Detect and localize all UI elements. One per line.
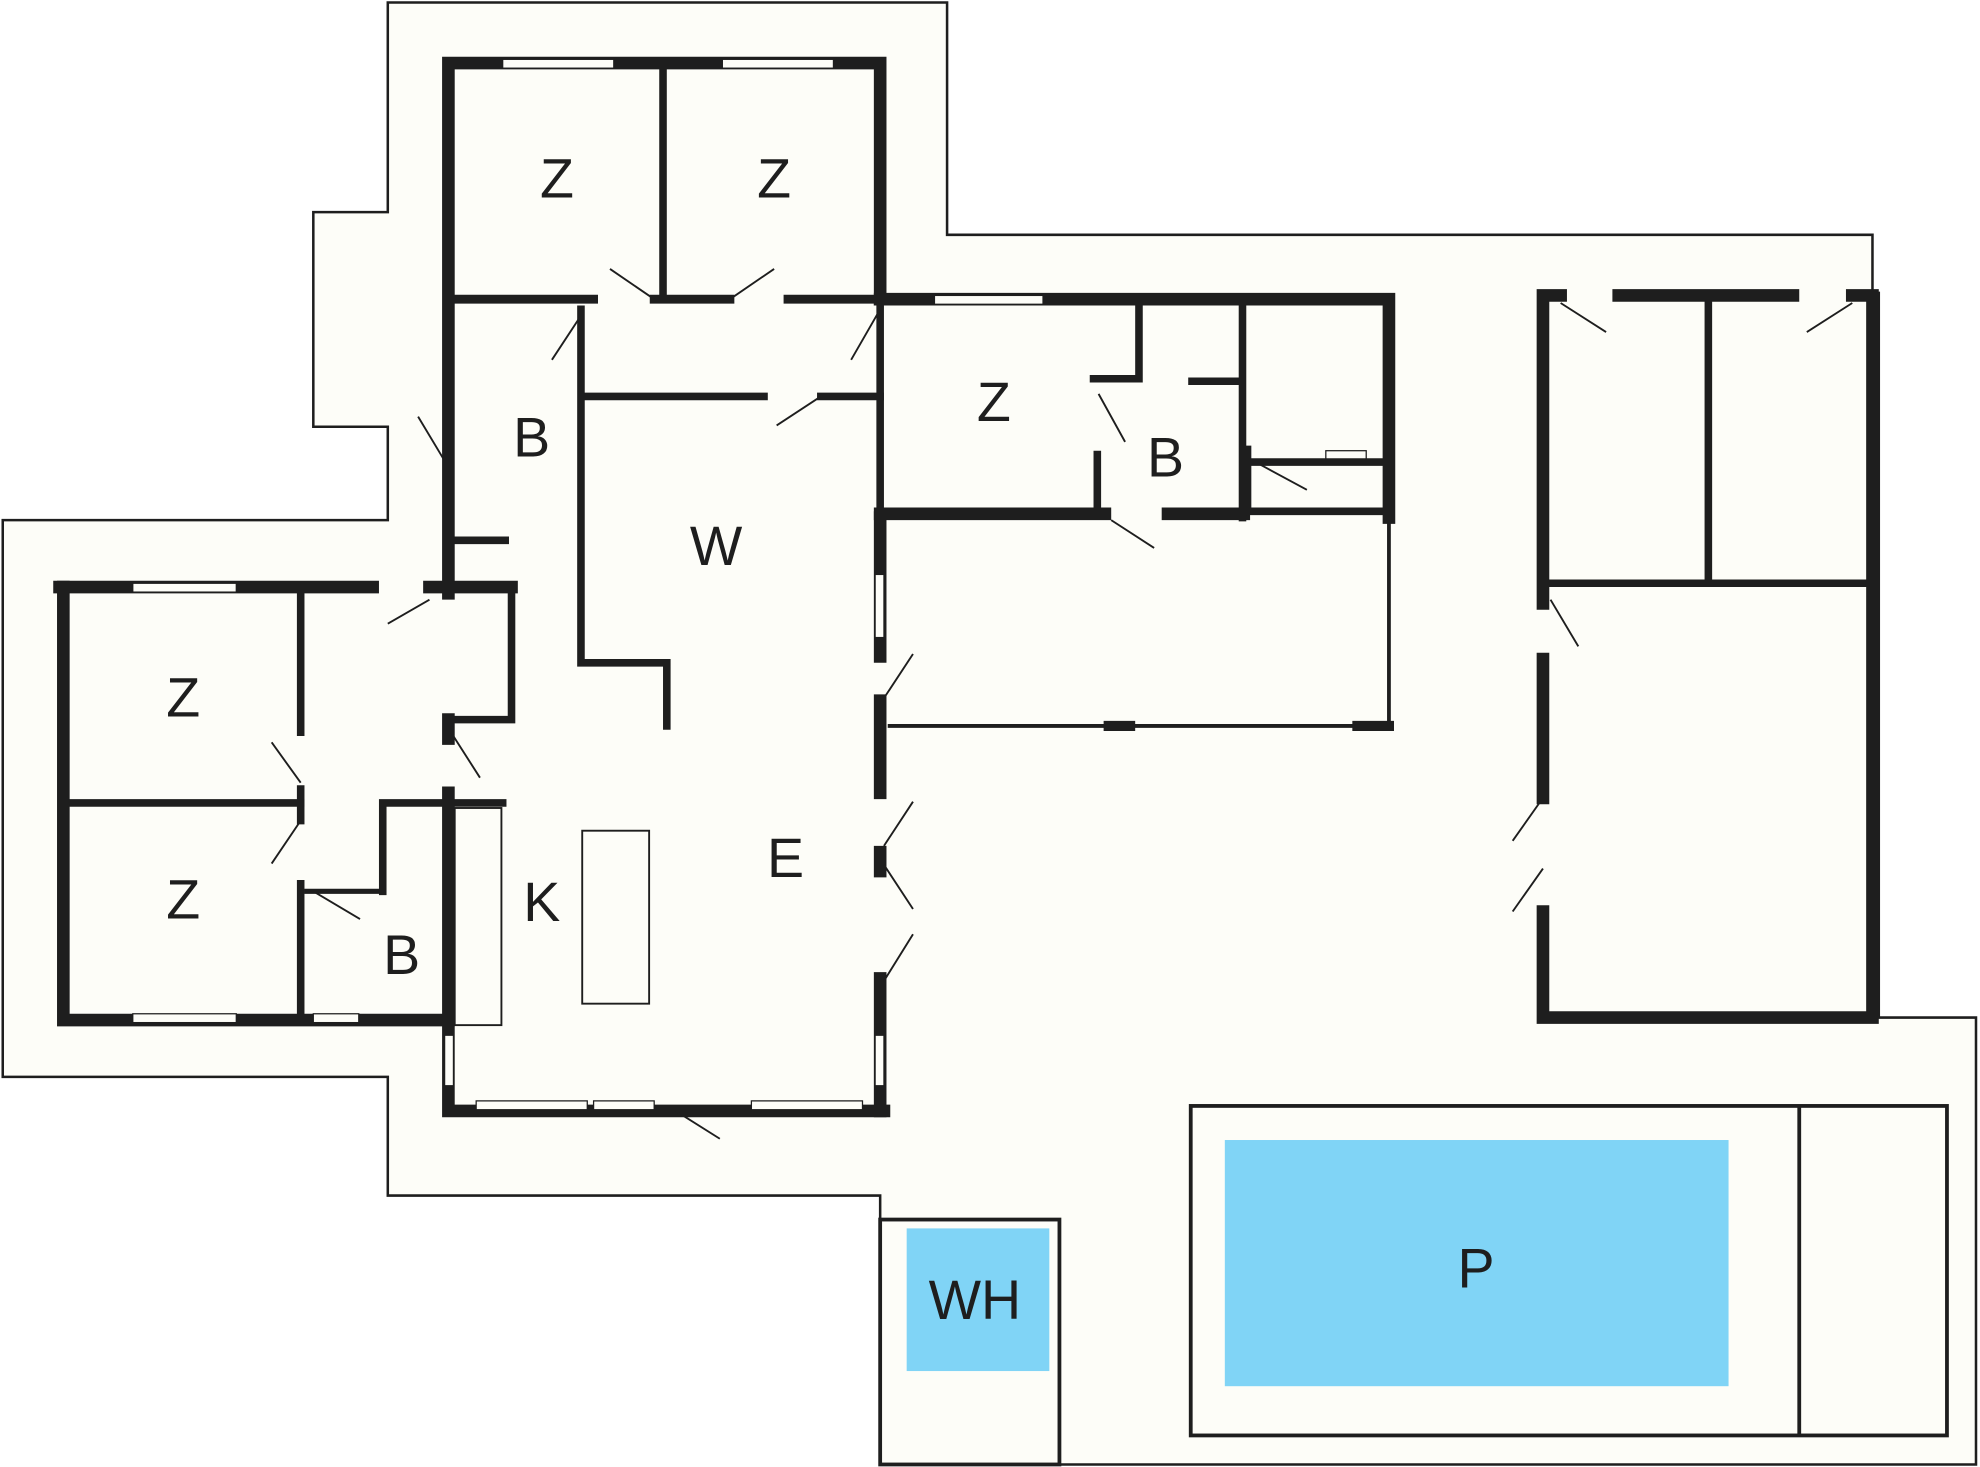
room-label-bedroom: Z <box>166 667 200 729</box>
room-label-dining: E <box>767 827 804 889</box>
annex-building <box>1536 289 1879 1024</box>
room-label-pool: P <box>1458 1237 1495 1299</box>
room-label-bathroom: B <box>383 924 420 986</box>
kitchen-island <box>581 829 651 1005</box>
pool-deck <box>1188 1104 1949 1438</box>
door-swings <box>270 268 1853 1140</box>
room-label-bedroom: Z <box>977 371 1011 433</box>
room-label-bedroom: Z <box>540 148 574 210</box>
room-label-bedroom: Z <box>757 148 791 210</box>
room-label-whirlpool: WH <box>929 1269 1022 1331</box>
pool <box>1224 1140 1729 1387</box>
room-label-living: W <box>690 515 743 577</box>
room-label-bathroom: B <box>513 407 550 469</box>
room-label-bathroom: B <box>1147 427 1184 489</box>
room-label-kitchen: K <box>523 871 560 933</box>
whirlpool <box>906 1228 1050 1372</box>
house-walls <box>53 56 1396 1118</box>
kitchen-counter <box>453 807 503 1027</box>
room-label-bedroom: Z <box>166 869 200 931</box>
whirlpool-enclosure <box>878 1217 1062 1467</box>
